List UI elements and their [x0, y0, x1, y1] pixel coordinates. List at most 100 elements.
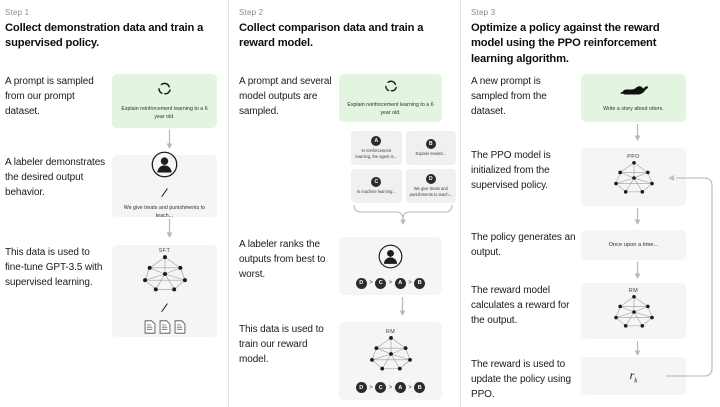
arrow-down-3-3 — [633, 262, 642, 280]
reward-symbol-base: r — [629, 367, 635, 382]
rank-item-2: C — [375, 277, 387, 289]
rm-tag: RM — [628, 287, 639, 294]
prompt-card-3: Write a story about otters. — [581, 74, 686, 122]
step-2-caption-2: A labeler ranks the outputs from best to… — [239, 239, 326, 281]
rank-separator: > — [408, 280, 412, 286]
arrow-down-1-1 — [165, 130, 174, 150]
rank-item-2: C — [375, 382, 387, 393]
pencil-icon — [160, 300, 169, 318]
rank-separator: > — [408, 384, 412, 391]
step-1-row-2: A labeler demonstrates the desired outpu… — [0, 151, 228, 219]
step-2-row-2: A labeler ranks the outputs from best to… — [229, 237, 460, 295]
output-badge-d: D — [425, 174, 436, 185]
step-3-caption-3: The policy generates an output. — [471, 232, 576, 259]
output-text-a: In reinforcement learning, the agent is.… — [355, 148, 397, 159]
sft-card: SFT — [112, 245, 217, 337]
reward-card: rk — [581, 357, 686, 395]
output-badge-c: C — [371, 177, 382, 188]
neural-network-icon — [369, 335, 413, 378]
merge-brace-icon — [353, 204, 453, 225]
neural-network-icon — [613, 294, 655, 335]
arrow-down-3-2 — [633, 208, 642, 226]
ppo-card: PPO — [581, 148, 686, 206]
prompt-card-3-text: Write a story about otters. — [603, 106, 664, 113]
output-text-b: Explain reward... — [415, 151, 447, 157]
prompt-card-2-text: Explain reinforcement learning to a 6 ye… — [347, 101, 434, 116]
rm-card-step3: RM — [581, 283, 686, 339]
rank-item-3: A — [394, 277, 406, 289]
prompt-card-2: Explain reinforcement learning to a 6 ye… — [339, 74, 442, 122]
prompt-card-1: Explain reinforcement learning to a 6 ye… — [112, 74, 217, 128]
step-2-column: Step 2 Collect comparison data and train… — [228, 0, 460, 407]
rank-item-1: D — [355, 382, 367, 393]
arrow-down-3-1 — [633, 124, 642, 142]
output-card-c: C In machine learning... — [351, 169, 402, 203]
pencil-icon — [160, 185, 169, 203]
step-2-row-3: This data is used to train our reward mo… — [229, 322, 460, 400]
step-3-caption-2: The PPO model is initialized from the su… — [471, 150, 551, 192]
neural-network-icon — [142, 254, 188, 299]
step-3-row-5: The reward is used to update the policy … — [461, 357, 720, 403]
rank-separator: > — [369, 384, 373, 391]
step-3-row-4: The reward model calculates a reward for… — [461, 283, 720, 339]
labeler-card: We give treats and punishments to teach.… — [112, 151, 217, 219]
sft-tag: SFT — [158, 248, 171, 254]
step-3-caption-1: A new prompt is sampled from the dataset… — [471, 76, 547, 118]
rank-item-3: A — [394, 382, 406, 393]
step-3-caption-4: The reward model calculates a reward for… — [471, 285, 570, 327]
otter-icon — [619, 82, 648, 102]
output-text-d: We give treats and punishments to teach.… — [409, 186, 452, 197]
neural-network-icon — [613, 160, 655, 201]
ranking-row-rm: D > C > A > B — [355, 382, 426, 393]
ppo-tag: PPO — [627, 153, 640, 160]
ranker-card: D > C > A > B — [339, 237, 442, 295]
step-3-row-2: The PPO model is initialized from the su… — [461, 148, 720, 206]
step-1-label: Step 1 — [5, 8, 30, 17]
ranking-row-labeler: D > C > A > B — [355, 277, 426, 289]
step-1-row-3: This data is used to fine-tune GPT-3.5 w… — [0, 245, 228, 337]
model-outputs-group: A In reinforcement learning, the agent i… — [351, 131, 456, 225]
person-icon — [378, 244, 403, 274]
step-1-row-1: A prompt is sampled from our prompt data… — [0, 74, 228, 128]
step-1-column: Step 1 Collect demonstration data and tr… — [0, 0, 228, 407]
step-3-label: Step 3 — [471, 8, 496, 17]
arrow-down-3-4 — [633, 341, 642, 357]
step-2-label: Step 2 — [239, 8, 264, 17]
step-2-title: Collect comparison data and train a rewa… — [239, 22, 424, 50]
step-1-caption-2: A labeler demonstrates the desired outpu… — [5, 157, 106, 199]
step-1-title: Collect demonstration data and train a s… — [5, 22, 204, 50]
rank-item-4: B — [414, 382, 426, 393]
step-1-caption-1: A prompt is sampled from our prompt data… — [5, 76, 94, 118]
output-text-c: In machine learning... — [356, 189, 396, 195]
rank-separator: > — [388, 280, 393, 286]
output-badge-a: A — [371, 136, 382, 147]
reward-symbol-subscript: k — [634, 376, 638, 385]
reward-symbol: rk — [630, 368, 638, 384]
rank-separator: > — [369, 280, 373, 286]
labeler-card-text: We give treats and punishments to teach.… — [123, 205, 206, 219]
step-1-caption-3: This data is used to fine-tune GPT-3.5 w… — [5, 247, 103, 289]
arrow-down-1-2 — [165, 219, 174, 239]
output-badge-b: B — [425, 139, 436, 150]
output-card-d: D We give treats and punishments to teac… — [405, 169, 456, 203]
document-stack-icon — [144, 320, 186, 334]
arrow-down-2-1 — [398, 297, 407, 317]
output-card-a: A In reinforcement learning, the agent i… — [351, 131, 402, 165]
rank-item-1: D — [355, 277, 367, 289]
recycle-icon — [157, 81, 172, 101]
step-2-caption-3: This data is used to train our reward mo… — [239, 324, 324, 366]
rm-card-step2: RM D > C — [339, 322, 442, 400]
rank-separator: > — [388, 384, 393, 391]
rm-tag: RM — [385, 329, 396, 335]
output-text-card: Once upon a time... — [581, 230, 686, 260]
step-2-row-1: A prompt and several model outputs are s… — [229, 74, 460, 122]
step-3-title: Optimize a policy against the reward mod… — [471, 22, 660, 65]
prompt-card-1-text: Explain reinforcement learning to a 6 ye… — [121, 105, 208, 120]
person-icon — [151, 151, 178, 183]
rank-item-4: B — [414, 277, 426, 289]
step-3-row-1: A new prompt is sampled from the dataset… — [461, 74, 720, 122]
output-text-card-text: Once upon a time... — [608, 241, 659, 248]
step-2-caption-1: A prompt and several model outputs are s… — [239, 76, 332, 118]
step-3-row-3: The policy generates an output. Once upo… — [461, 230, 720, 260]
